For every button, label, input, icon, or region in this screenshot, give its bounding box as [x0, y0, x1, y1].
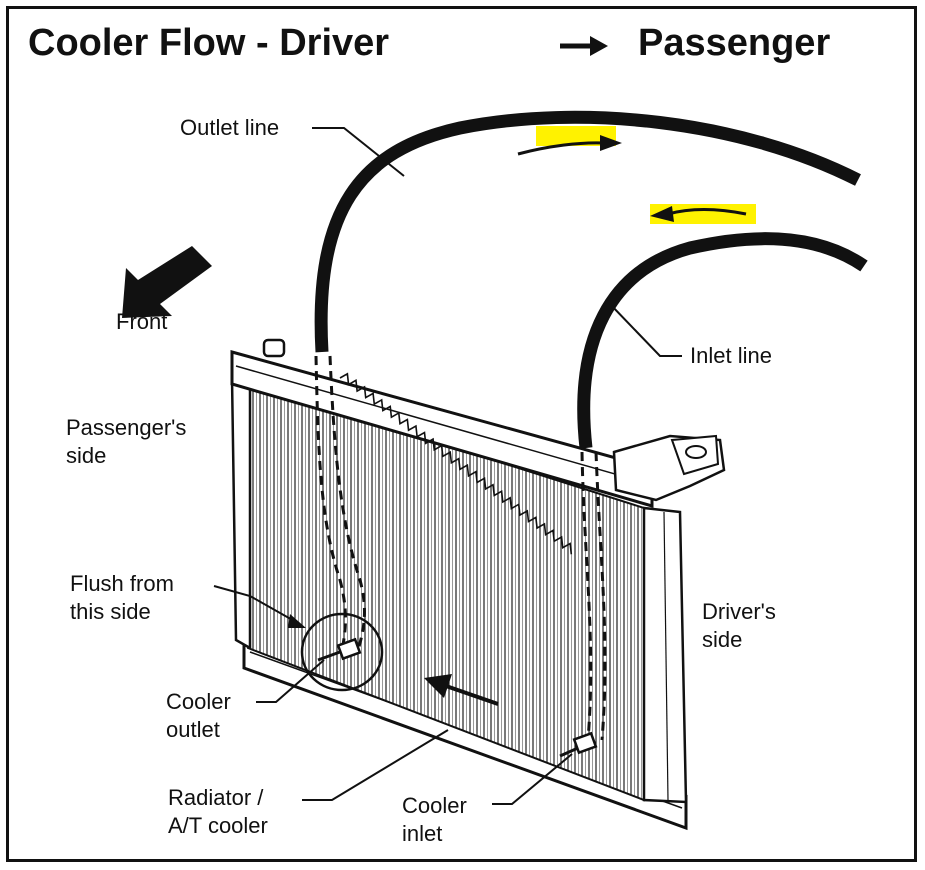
title-right: Passenger: [638, 22, 831, 64]
label-passengers-side-2: side: [66, 443, 107, 468]
label-flush-1: Flush from: [70, 571, 174, 596]
inlet-line: [577, 232, 868, 449]
flush-circle: [300, 612, 384, 692]
label-outlet-line: Outlet line: [180, 115, 280, 140]
label-cooler-inlet-2: inlet: [402, 821, 443, 846]
label-inlet-line: Inlet line: [690, 343, 772, 368]
flow-arrow-radiator-icon: [424, 674, 499, 706]
cooler-outlet-fitting: [317, 637, 362, 662]
label-passengers-side-1: Passenger's: [66, 415, 187, 440]
label-radiator-2: A/T cooler: [168, 813, 268, 838]
label-cooler-outlet-1: Cooler: [166, 689, 231, 714]
highlight-bottom: [650, 204, 756, 224]
flow-arrow-outlet-icon: [517, 135, 622, 156]
outlet-line: [314, 110, 861, 353]
outlet-pipe-hidden: [314, 355, 366, 651]
label-radiator-1: Radiator /: [168, 785, 264, 810]
label-cooler-inlet-1: Cooler: [402, 793, 467, 818]
label-cooler-outlet-2: outlet: [166, 717, 220, 742]
title-left: Cooler Flow - Driver: [28, 22, 390, 64]
radiator: [230, 338, 726, 831]
cooler-inlet-fitting: [559, 731, 598, 758]
label-front: Front: [116, 309, 168, 334]
label-drivers-side-1: Driver's: [702, 599, 776, 624]
flow-arrow-inlet-icon: [650, 206, 747, 222]
highlight-top: [536, 126, 616, 146]
label-flush-2: this side: [70, 599, 151, 624]
title-arrow-icon: [560, 36, 608, 56]
front-arrow-icon: [122, 246, 212, 318]
leader-lines: [213, 127, 682, 805]
label-drivers-side-2: side: [702, 627, 743, 652]
